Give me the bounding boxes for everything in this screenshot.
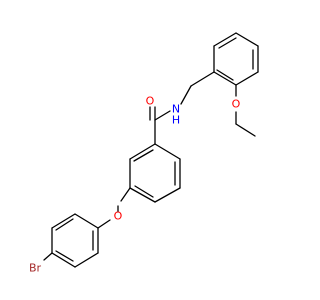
bond — [213, 32, 237, 47]
bond — [51, 252, 76, 268]
bond — [154, 143, 181, 160]
atom-label-aryl-ether-oxygen: O — [114, 210, 123, 223]
bond — [235, 32, 259, 47]
bond-inner — [55, 250, 74, 262]
bond-inner — [216, 69, 234, 81]
bond — [120, 187, 131, 202]
bond — [129, 143, 156, 160]
bond — [235, 123, 256, 137]
bond-inner — [218, 37, 237, 49]
bond-inner — [55, 218, 74, 231]
bond — [129, 187, 156, 203]
molecule-structure: O N H O O Br — [29, 32, 259, 275]
bond — [51, 213, 76, 229]
bond — [154, 187, 181, 203]
atom-label-ethoxy-oxygen: O — [232, 98, 241, 111]
atom-label-amide-nitrogen: N — [172, 103, 180, 116]
bond-inner — [134, 185, 154, 198]
bond — [74, 213, 99, 229]
atom-label-amide-hydrogen: H — [172, 114, 180, 127]
bond — [213, 71, 237, 86]
bond-skeleton — [43, 32, 259, 268]
bond — [154, 110, 171, 121]
atom-labels: O N H O O Br — [29, 95, 241, 275]
bond-inner — [133, 149, 154, 162]
bond — [180, 85, 192, 105]
bond — [43, 252, 53, 261]
atom-label-bromine: Br — [29, 262, 42, 275]
bond — [190, 71, 215, 87]
atom-label-carbonyl-oxygen: O — [146, 95, 155, 108]
bond — [97, 219, 111, 229]
bond — [235, 71, 259, 86]
bond — [74, 252, 99, 268]
